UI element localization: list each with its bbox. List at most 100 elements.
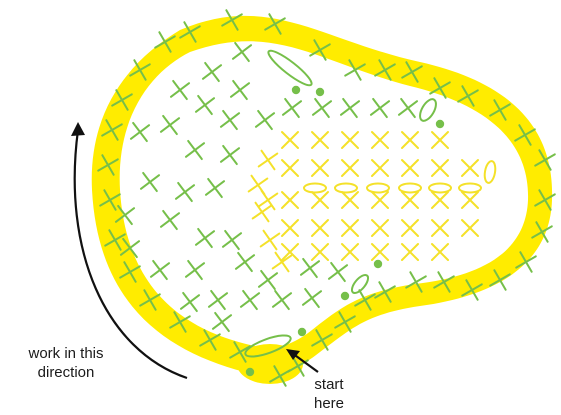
yellow-x-stitch [371,243,389,261]
green-x-stitch [344,59,366,81]
green-x-stitch [229,341,251,363]
green-stitches [97,9,556,387]
slip-stitch-dot [291,85,301,95]
yellow-x-stitch [281,131,299,149]
green-x-stitch [231,41,253,63]
yellow-x-stitch [401,243,419,261]
green-x-stitch [514,124,536,146]
direction-arrow-head [71,122,85,136]
green-x-stitch [401,61,423,83]
yellow-x-stitch [461,219,479,237]
yellow-chain-oval [334,182,358,194]
yellow-x-stitch [257,189,279,211]
green-x-stitch [159,209,181,231]
yellow-x-stitch [431,159,449,177]
green-x-stitch [301,287,323,309]
yellow-x-stitch [401,219,419,237]
yellow-x-stitch [281,219,299,237]
work-direction-line2: direction [37,364,95,381]
yellow-x-stitch [431,219,449,237]
work-direction-label: work in this direction [6,344,126,382]
yellow-chain-oval [303,182,327,194]
work-direction-line1: work in this [28,345,104,362]
green-x-stitch [204,177,226,199]
green-x-stitch [374,281,396,303]
green-x-stitch [219,144,241,166]
green-x-stitch [184,139,206,161]
slip-stitch-dot [340,291,350,301]
yellow-x-stitch [281,243,299,261]
yellow-x-stitch [371,131,389,149]
green-x-stitch [309,39,331,61]
green-x-stitch [111,89,133,111]
green-x-stitch [154,31,176,53]
green-x-stitch [489,269,511,291]
start-line2: here [313,395,345,412]
yellow-x-stitch [311,159,329,177]
green-x-stitch [221,9,243,31]
yellow-chain-oval [458,182,482,194]
slip-stitch-dot [245,367,255,377]
yellow-x-stitch [311,131,329,149]
yellow-x-stitch [281,191,299,209]
green-x-stitch [254,109,276,131]
green-x-stitch [201,61,223,83]
green-x-stitch [221,229,243,251]
green-x-stitch [457,85,479,107]
green-x-stitch [334,311,356,333]
green-x-stitch [99,189,121,211]
green-x-stitch [281,97,303,119]
yellow-x-stitch [431,131,449,149]
yellow-x-stitch [341,219,359,237]
slip-stitch-dot [315,87,325,97]
green-x-stitch [311,329,333,351]
green-x-stitch [139,289,161,311]
start-arrow [291,352,319,373]
green-x-stitch [429,77,451,99]
yellow-chain-oval [366,182,390,194]
green-x-stitch [159,114,181,136]
green-x-stitch [229,79,251,101]
green-chain-oval [350,273,370,295]
green-x-stitch [433,271,455,293]
green-x-stitch [194,227,216,249]
yellow-x-stitch [371,191,389,209]
yellow-x-stitch [341,159,359,177]
green-chain-oval [419,98,437,122]
yellow-x-stitch [251,201,273,223]
yellow-x-stitch [271,251,293,273]
start-arrow-head [286,349,300,360]
start-line1: start [314,376,344,393]
green-x-stitch [211,311,233,333]
green-x-stitch [374,59,396,81]
green-x-stitch [534,189,556,211]
yellow-x-stitch [341,131,359,149]
green-x-stitch [149,259,171,281]
yellow-x-stitch [401,159,419,177]
yellow-x-stitch [461,159,479,177]
yellow-x-stitch [431,243,449,261]
green-x-stitch [534,149,556,171]
inner-yellow-stitches [247,131,497,273]
green-chain-oval [267,49,313,87]
green-x-stitch [139,171,161,193]
green-x-stitch [129,59,151,81]
green-x-stitch [207,289,229,311]
direction-arrow [73,129,188,380]
yellow-x-stitch [401,131,419,149]
green-x-stitch [239,289,261,311]
yellow-chain-oval [428,182,452,194]
chain-ovals [244,49,437,358]
slip-stitch-dot [435,119,445,129]
green-x-stitch [311,97,333,119]
green-x-stitch [397,97,419,119]
yellow-x-stitch [311,243,329,261]
yellow-x-stitch [259,229,281,251]
yellow-chain-oval [483,160,497,184]
yellow-x-stitch [311,219,329,237]
green-x-stitch [264,13,286,35]
yellow-x-stitch [311,191,329,209]
slip-stitch-dots [245,85,445,377]
green-x-stitch [299,257,321,279]
